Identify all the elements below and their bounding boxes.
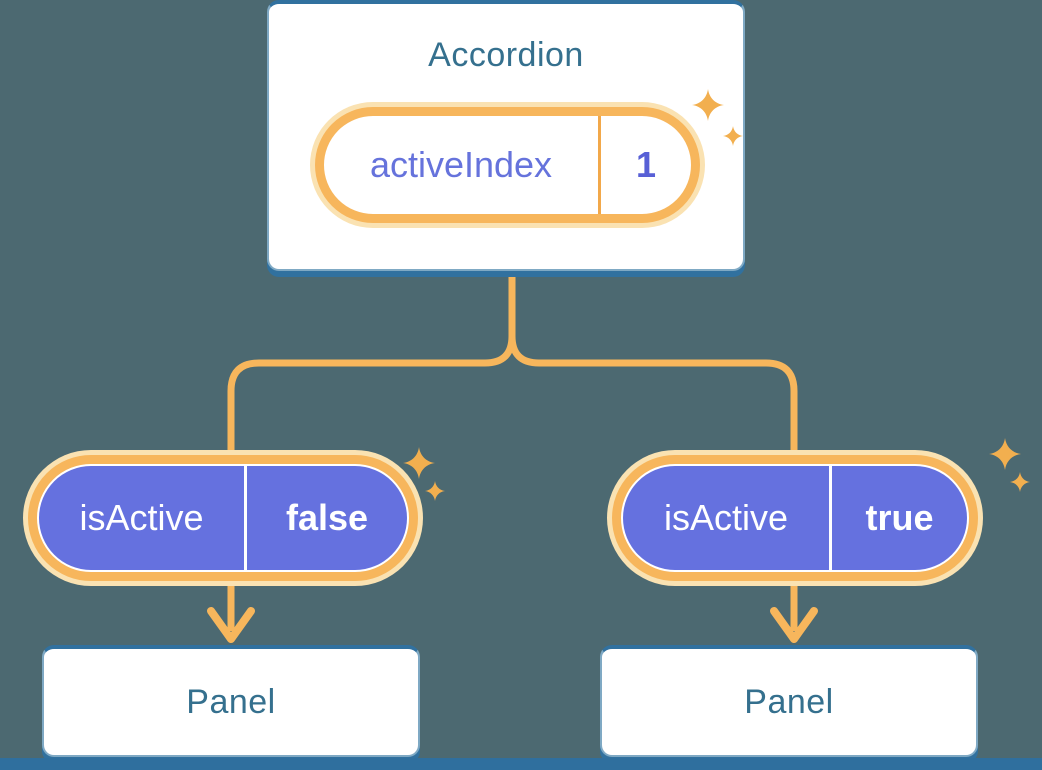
panel-box-right: Panel [600, 645, 978, 757]
sparkle-icon [723, 126, 743, 146]
panel-box-left: Panel [42, 645, 420, 757]
sparkle-icon [425, 481, 445, 501]
arrow-right-head [770, 607, 818, 643]
panel-right-title: Panel [744, 682, 834, 721]
bottom-edge-strip [0, 758, 1042, 770]
prop-pill-left: isActive false [23, 450, 423, 586]
panel-left-title: Panel [186, 682, 276, 721]
prop-pill-right: isActive true [607, 450, 983, 586]
prop-pill-right-label: isActive [663, 497, 789, 538]
sparkle-icon [692, 89, 724, 121]
prop-pill-right-value: true [865, 497, 934, 538]
connector-left-branch [227, 272, 516, 457]
state-pill-label: activeIndex [369, 144, 553, 185]
prop-pill-left-divider [244, 466, 247, 570]
state-pill-value: 1 [635, 144, 657, 185]
connector-right-branch [508, 335, 798, 457]
prop-pill-left-value: false [285, 497, 369, 538]
arrow-left-head [207, 607, 255, 643]
prop-pill-right-divider [829, 466, 832, 570]
accordion-title: Accordion [428, 36, 584, 74]
sparkle-icon [989, 438, 1021, 470]
sparkle-icon [403, 447, 435, 479]
state-pill-divider [598, 116, 601, 214]
prop-pill-left-label: isActive [79, 497, 204, 538]
state-pill: activeIndex 1 [310, 102, 705, 228]
sparkle-icon [1010, 472, 1030, 492]
